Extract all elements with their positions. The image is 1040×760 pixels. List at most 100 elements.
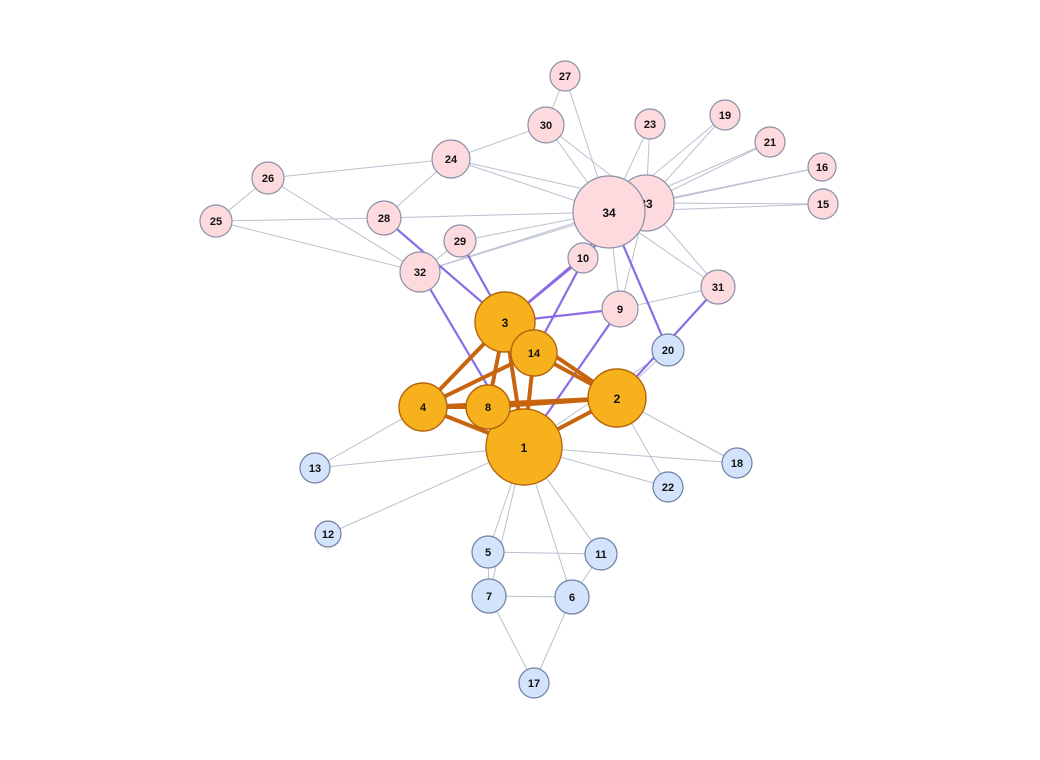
node-circle-5[interactable]	[471, 535, 505, 569]
node-22[interactable]: 22	[652, 471, 684, 503]
node-circle-26[interactable]	[251, 161, 285, 195]
node-label-31: 31	[712, 282, 724, 294]
node-label-13: 13	[309, 463, 321, 475]
node-circle-27[interactable]	[549, 60, 581, 92]
node-32[interactable]: 32	[399, 251, 441, 293]
node-label-29: 29	[454, 236, 466, 248]
node-circle-21[interactable]	[754, 126, 786, 158]
node-circle-24[interactable]	[431, 139, 471, 179]
node-label-32: 32	[414, 267, 426, 279]
node-label-2: 2	[614, 392, 621, 406]
node-30[interactable]: 30	[527, 106, 565, 144]
node-circle-23[interactable]	[634, 108, 666, 140]
node-label-16: 16	[816, 162, 828, 174]
node-circle-9[interactable]	[601, 290, 639, 328]
node-13[interactable]: 13	[299, 452, 331, 484]
edge-15-33	[645, 202, 824, 205]
node-8[interactable]: 8	[465, 384, 511, 430]
node-25[interactable]: 25	[199, 204, 233, 238]
node-circle-1[interactable]	[485, 408, 563, 486]
node-circle-22[interactable]	[652, 471, 684, 503]
node-circle-31[interactable]	[700, 269, 736, 305]
node-layer: 1234567891011121314151617181920212223242…	[199, 60, 839, 699]
node-circle-29[interactable]	[443, 224, 477, 258]
node-17[interactable]: 17	[518, 667, 550, 699]
node-23[interactable]: 23	[634, 108, 666, 140]
node-15[interactable]: 15	[807, 188, 839, 220]
node-circle-8[interactable]	[465, 384, 511, 430]
node-circle-7[interactable]	[471, 578, 507, 614]
node-circle-25[interactable]	[199, 204, 233, 238]
node-label-5: 5	[485, 547, 491, 559]
node-27[interactable]: 27	[549, 60, 581, 92]
edge-5-11	[487, 551, 602, 555]
node-18[interactable]: 18	[721, 447, 753, 479]
node-circle-16[interactable]	[807, 152, 837, 182]
node-circle-14[interactable]	[510, 329, 558, 377]
node-label-17: 17	[528, 678, 540, 690]
node-12[interactable]: 12	[314, 520, 342, 548]
node-circle-30[interactable]	[527, 106, 565, 144]
node-1[interactable]: 1	[485, 408, 563, 486]
node-label-14: 14	[528, 348, 541, 360]
node-circle-10[interactable]	[567, 242, 599, 274]
node-label-6: 6	[569, 592, 575, 604]
node-label-8: 8	[485, 402, 491, 414]
node-7[interactable]: 7	[471, 578, 507, 614]
node-label-21: 21	[764, 137, 776, 149]
node-label-12: 12	[322, 529, 334, 541]
node-11[interactable]: 11	[584, 537, 618, 571]
node-label-7: 7	[486, 591, 492, 603]
node-34[interactable]: 34	[572, 175, 646, 249]
node-label-34: 34	[602, 206, 616, 220]
node-9[interactable]: 9	[601, 290, 639, 328]
node-circle-12[interactable]	[314, 520, 342, 548]
node-label-4: 4	[420, 402, 427, 414]
node-circle-28[interactable]	[366, 200, 402, 236]
node-label-25: 25	[210, 216, 222, 228]
node-2[interactable]: 2	[587, 368, 647, 428]
node-19[interactable]: 19	[709, 99, 741, 131]
node-label-27: 27	[559, 71, 571, 83]
node-label-28: 28	[378, 213, 390, 225]
node-31[interactable]: 31	[700, 269, 736, 305]
node-label-15: 15	[817, 199, 829, 211]
node-10[interactable]: 10	[567, 242, 599, 274]
node-circle-32[interactable]	[399, 251, 441, 293]
node-label-3: 3	[502, 316, 509, 330]
edge-25-32	[215, 220, 421, 273]
node-circle-20[interactable]	[651, 333, 685, 367]
node-circle-6[interactable]	[554, 579, 590, 615]
node-label-18: 18	[731, 458, 743, 470]
node-label-9: 9	[617, 304, 623, 316]
node-label-10: 10	[577, 253, 589, 265]
node-circle-19[interactable]	[709, 99, 741, 131]
node-circle-2[interactable]	[587, 368, 647, 428]
node-26[interactable]: 26	[251, 161, 285, 195]
node-circle-18[interactable]	[721, 447, 753, 479]
node-14[interactable]: 14	[510, 329, 558, 377]
node-label-22: 22	[662, 482, 674, 494]
node-circle-15[interactable]	[807, 188, 839, 220]
node-4[interactable]: 4	[398, 382, 448, 432]
node-circle-4[interactable]	[398, 382, 448, 432]
node-5[interactable]: 5	[471, 535, 505, 569]
node-16[interactable]: 16	[807, 152, 837, 182]
node-24[interactable]: 24	[431, 139, 471, 179]
node-circle-17[interactable]	[518, 667, 550, 699]
node-label-24: 24	[445, 154, 458, 166]
node-28[interactable]: 28	[366, 200, 402, 236]
node-label-23: 23	[644, 119, 656, 131]
node-6[interactable]: 6	[554, 579, 590, 615]
node-20[interactable]: 20	[651, 333, 685, 367]
node-29[interactable]: 29	[443, 224, 477, 258]
node-label-11: 11	[595, 549, 607, 561]
edge-26-32	[267, 177, 421, 273]
node-circle-34[interactable]	[572, 175, 646, 249]
node-21[interactable]: 21	[754, 126, 786, 158]
node-circle-13[interactable]	[299, 452, 331, 484]
node-circle-11[interactable]	[584, 537, 618, 571]
node-label-19: 19	[719, 110, 731, 122]
